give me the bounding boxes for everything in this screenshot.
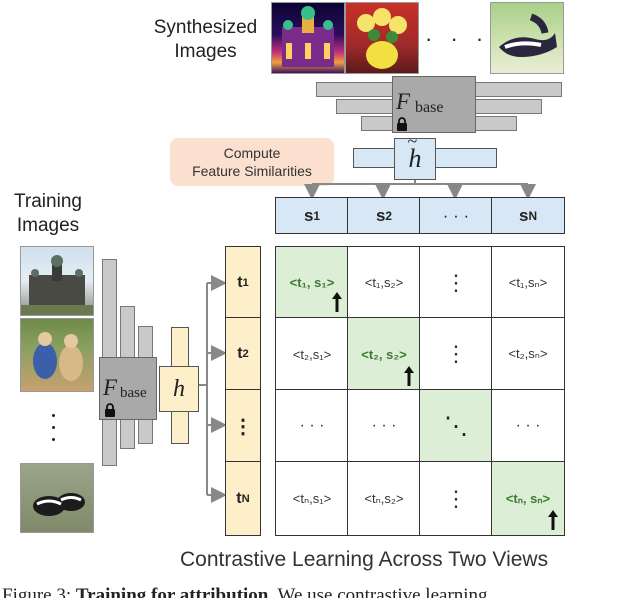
synth-ellipsis: · · ·	[425, 26, 490, 51]
matrix-cell-1-3: ⋮	[419, 246, 493, 319]
matrix-cell-1-4: <t₁,sₙ>	[491, 246, 565, 319]
training-image-skunk	[20, 463, 94, 533]
matrix-cell-3-2: · · ·	[347, 389, 421, 463]
matrix-cell-2-2: <t₂, s₂>	[347, 317, 421, 391]
skunk-picture	[499, 13, 557, 57]
training-images-label: Training Images	[14, 191, 82, 236]
top-fbase-box: F base	[392, 76, 476, 133]
compute-similarities-label: Compute Feature Similarities	[170, 138, 334, 186]
matrix-cell-4-2: <tₙ,s₂>	[347, 461, 421, 536]
matrix-cell-3-4: · · ·	[491, 389, 565, 463]
training-image-cathedral	[20, 246, 94, 316]
up-arrow-icon	[404, 366, 414, 386]
diagram-caption: Contrastive Learning Across Two Views	[180, 548, 549, 571]
matrix-cell-4-3: ⋮	[419, 461, 493, 536]
cathedral-photo	[21, 255, 93, 315]
h-box: h	[159, 366, 199, 412]
matrix-cell-1-2: <t₁,s₂>	[347, 246, 421, 319]
training-image-painting	[20, 318, 94, 392]
figure-caption: Figure 3: Training for attribution. We u…	[2, 585, 488, 598]
matrix-cell-2-4: <t₂,sₙ>	[491, 317, 565, 391]
up-arrow-icon	[332, 292, 342, 312]
cathedral-picture	[282, 6, 334, 67]
matrix-cell-2-3: ⋮	[419, 317, 493, 391]
up-arrow-icon	[548, 510, 558, 530]
synth-image-flowers	[345, 2, 419, 74]
synth-image-cathedral	[271, 2, 345, 74]
training-vertical-dots	[52, 398, 55, 456]
left-fbase-box: F base	[99, 357, 157, 420]
synth-image-skunk	[490, 2, 564, 74]
matrix-cell-4-1: <tₙ,s₁>	[275, 461, 349, 536]
matrix-cell-3-3: ⋱	[419, 389, 493, 463]
lock-icon	[397, 117, 407, 131]
synthesized-images-label: Synthesized Images	[153, 17, 258, 62]
h-tilde-box: ~ h	[394, 131, 436, 180]
painting-photo	[33, 332, 83, 381]
matrix-cell-3-1: · · ·	[275, 389, 349, 463]
lock-icon	[105, 403, 115, 417]
t-header-ellipsis: ⋮	[225, 389, 261, 463]
flowers-picture	[357, 8, 407, 69]
matrix-cell-2-1: <t₂,s₁>	[275, 317, 349, 391]
s-header-ellipsis: · · ·	[419, 197, 493, 234]
skunk-photo	[33, 493, 85, 516]
